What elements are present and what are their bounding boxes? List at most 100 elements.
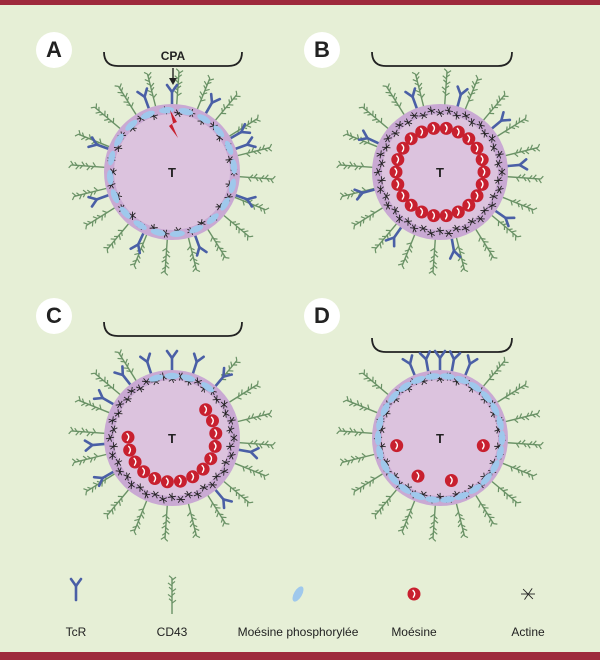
legend-item-cd43: CD43 <box>157 575 188 639</box>
cd43-molecule <box>74 395 112 414</box>
actin-filament <box>476 121 485 130</box>
cd43-molecule <box>186 235 201 273</box>
phospho-moesin <box>230 159 238 175</box>
actin-filament <box>410 224 419 233</box>
legend-item-moesin: Moésine <box>391 587 437 639</box>
tcr-molecule <box>129 230 146 255</box>
moesin-molecule <box>390 439 404 453</box>
phospho-moesin <box>119 206 131 219</box>
moesin-molecule <box>396 189 410 203</box>
actin-filament <box>127 480 135 490</box>
cd43-molecule <box>103 488 131 520</box>
legend-item-tcr: TcR <box>66 577 87 639</box>
phospho-moesin <box>213 125 225 138</box>
actin-filament <box>227 451 236 460</box>
actin-filament <box>494 159 503 168</box>
actin-filament <box>123 472 132 481</box>
moesin-molecule <box>123 443 137 457</box>
panel-letter: C <box>46 303 62 328</box>
actin-filament <box>109 425 118 434</box>
actin-filament <box>193 377 202 386</box>
tcr-molecule <box>357 129 382 146</box>
actin-filament <box>127 386 136 396</box>
cd43-molecule <box>103 222 131 254</box>
actin-filament <box>427 106 436 115</box>
tcr-molecule <box>92 469 117 488</box>
tcr-molecule <box>193 232 208 257</box>
tcr-molecule <box>92 388 117 407</box>
actin-filament <box>109 451 116 460</box>
moesin-group <box>390 439 490 487</box>
cd43-molecule <box>232 462 270 481</box>
moesin-molecule <box>439 209 453 223</box>
cd43-molecule <box>336 426 375 437</box>
cd43-molecule <box>235 409 273 424</box>
actin-filament <box>115 400 124 409</box>
cd43-molecule <box>500 196 538 215</box>
apc-bracket <box>371 337 513 353</box>
actin-filament <box>208 481 217 489</box>
actin-filament <box>377 176 386 185</box>
cd43-molecule <box>428 503 439 542</box>
moesin-group <box>121 403 223 489</box>
actin-filament <box>221 458 230 467</box>
cd43-molecule <box>206 227 230 261</box>
phospho-moesin <box>106 169 114 185</box>
cd43-molecule <box>129 232 148 270</box>
panel-letter-badge: B <box>304 32 340 68</box>
actin-filament <box>159 495 167 504</box>
actin-filament <box>498 167 506 177</box>
actin-filament <box>435 109 445 117</box>
phospho-moesin <box>140 110 155 120</box>
actin-filament <box>382 192 391 201</box>
moesin-molecule <box>439 121 453 135</box>
cd43-molecule <box>351 206 385 230</box>
actin-filament <box>427 229 435 238</box>
cd43-molecule <box>351 472 385 496</box>
moesin-molecule <box>208 439 222 453</box>
phospho-moesin <box>496 415 504 431</box>
actin-filament <box>480 206 489 215</box>
cd43-molecule <box>505 439 544 450</box>
cd43-molecule <box>503 143 541 158</box>
phospho-moesin-icon <box>292 586 304 602</box>
cd43-molecule <box>173 68 184 107</box>
phospho-moesin <box>164 372 180 380</box>
moesin-molecule <box>128 455 142 469</box>
phospho-moesin <box>376 415 384 431</box>
tcr-molecule <box>213 366 234 389</box>
actin-filament <box>435 226 444 236</box>
actin-filament <box>151 490 160 499</box>
cd43-molecule <box>500 462 538 481</box>
cd43-molecule <box>68 160 107 171</box>
actin-filament <box>128 211 137 221</box>
cd43-molecule <box>505 173 544 184</box>
cell-body <box>382 380 498 496</box>
moesin-molecule <box>411 469 425 483</box>
moesin-icon <box>407 587 421 601</box>
phospho-moesin <box>374 430 382 446</box>
actin-group <box>373 106 506 238</box>
cd43-molecule <box>213 90 241 122</box>
cd43-molecule <box>222 479 254 507</box>
actin-filament <box>114 458 123 467</box>
actin-filament <box>184 490 193 499</box>
actin-filament <box>495 185 504 194</box>
tcr-molecule <box>418 350 432 375</box>
actin-filament <box>227 416 236 425</box>
cell-label: T <box>436 165 444 180</box>
actin-filament <box>467 217 477 226</box>
moesin-molecule <box>462 132 476 146</box>
cell-label: T <box>436 431 444 446</box>
actin-filament <box>383 134 392 143</box>
actin-filament <box>373 167 383 176</box>
moesin-molecule <box>199 403 213 417</box>
actin-filament <box>382 143 391 152</box>
phospho-moesin <box>496 445 504 461</box>
cd43-molecule <box>71 186 109 201</box>
cd43-group <box>336 356 544 542</box>
actin-filament <box>461 111 470 120</box>
